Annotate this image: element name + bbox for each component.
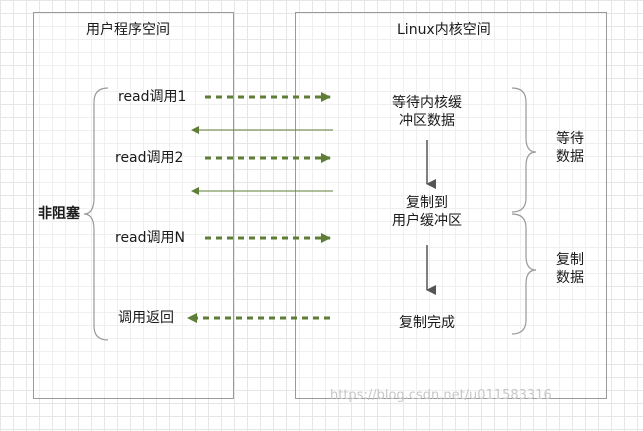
kernel-space-box <box>295 12 607 399</box>
read-call-n-label: read调用N <box>115 230 185 246</box>
kernel-step-copy-to-user: 复制到 用户缓冲区 <box>392 195 462 229</box>
read-call-1-label: read调用1 <box>118 89 187 105</box>
user-space-title: 用户程序空间 <box>86 22 170 38</box>
kernel-space-title: Linux内核空间 <box>397 22 491 38</box>
phase-wait-data: 等待 数据 <box>556 131 584 165</box>
wait-data-brace <box>511 87 537 213</box>
non-blocking-label: 非阻塞 <box>38 206 80 222</box>
watermark-text: https://blog.csdn.net/u011583316 <box>330 388 552 403</box>
kernel-step-copy-done: 复制完成 <box>399 315 455 331</box>
copy-data-brace <box>511 213 537 335</box>
phase-copy-data: 复制 数据 <box>556 252 584 286</box>
kernel-step-wait-buffer: 等待内核缓 冲区数据 <box>392 95 462 129</box>
read-call-2-label: read调用2 <box>115 150 184 166</box>
call-return-label: 调用返回 <box>118 310 174 326</box>
user-space-box <box>33 12 234 399</box>
non-blocking-brace <box>83 87 109 341</box>
